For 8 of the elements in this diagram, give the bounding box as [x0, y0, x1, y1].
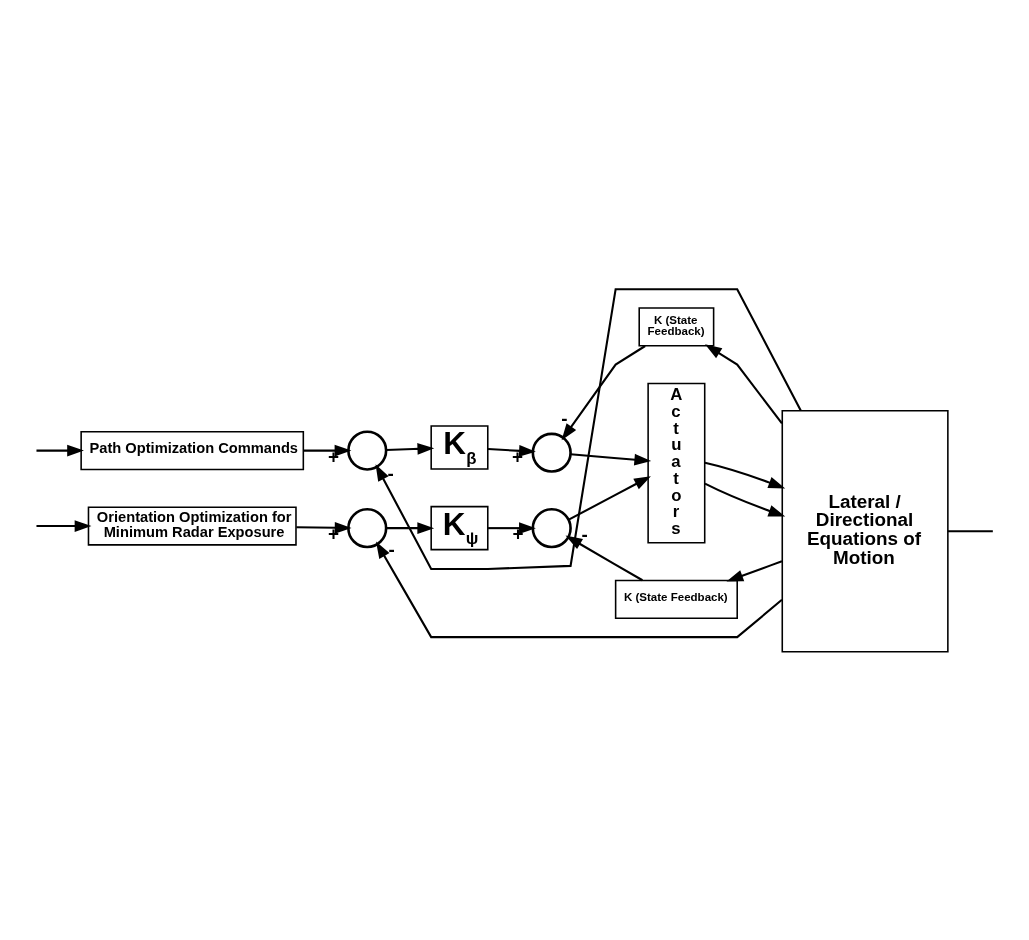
- edge-label: +: [327, 522, 340, 544]
- edge-label: +: [512, 522, 524, 544]
- edge-label: +: [511, 445, 523, 467]
- edge-label: +: [327, 445, 339, 467]
- edge-label: -: [561, 407, 568, 429]
- edge-label: -: [581, 523, 588, 545]
- edge-label: -: [388, 538, 395, 560]
- edge-label: -: [387, 462, 394, 484]
